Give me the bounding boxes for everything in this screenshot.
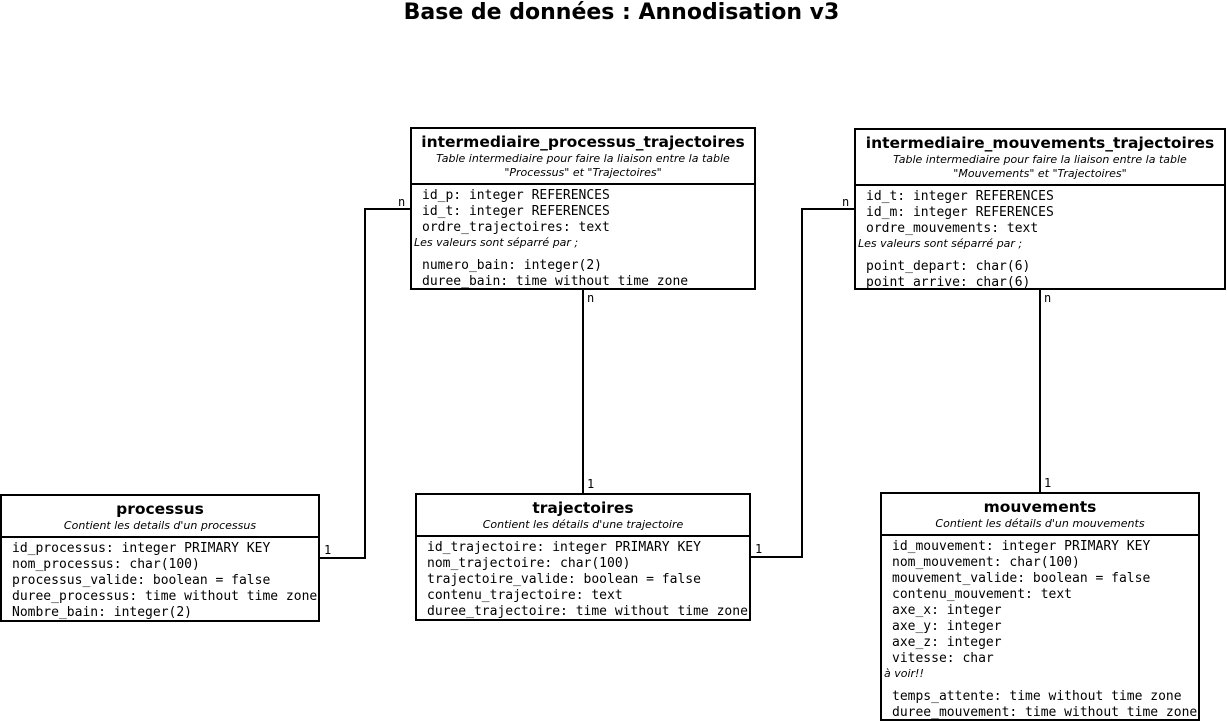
field: id_p: integer REFERENCES — [422, 188, 610, 203]
table-name: processus — [116, 500, 204, 518]
cardinality-trajectoires-right: 1 — [755, 542, 763, 556]
table-fields: id_processus: integer PRIMARY KEY nom_pr… — [2, 538, 318, 622]
link-processus-ipt — [319, 208, 411, 559]
cardinality-imt-bottom: n — [1044, 291, 1052, 305]
cardinality-trajectoires-top: 1 — [587, 477, 595, 491]
field: ordre_trajectoires: text — [422, 220, 610, 235]
field: nom_trajectoire: char(100) — [427, 556, 631, 571]
field: temps_attente: time without time zone — [892, 689, 1182, 704]
table-description: Contient les détails d'un mouvements — [935, 517, 1145, 530]
field-note: Les valeurs sont séparré par ; — [414, 236, 579, 249]
cardinality-ipt-left: n — [398, 195, 406, 209]
field: nom_processus: char(100) — [12, 557, 200, 572]
field: axe_y: integer — [892, 619, 1002, 634]
diagram-title: Base de données : Annodisation v3 — [403, 0, 840, 25]
field: point_depart: char(6) — [866, 259, 1031, 274]
field: Nombre_bain: integer(2) — [12, 605, 193, 620]
field: axe_z: integer — [892, 635, 1002, 650]
table-mouvements[interactable]: mouvements Contient les détails d'un mou… — [880, 492, 1200, 721]
table-header: mouvements Contient les détails d'un mou… — [882, 494, 1198, 536]
table-description: "Mouvements" et "Trajectoires" — [953, 167, 1127, 180]
table-processus[interactable]: processus Contient les details d'un proc… — [0, 494, 320, 622]
cardinality-processus: 1 — [324, 543, 332, 557]
field: id_processus: integer PRIMARY KEY — [12, 541, 271, 556]
field: id_m: integer REFERENCES — [866, 205, 1054, 220]
table-header: processus Contient les details d'un proc… — [2, 496, 318, 538]
field: point_arrive: char(6) — [866, 275, 1031, 290]
table-intermediaire-mouvements-trajectoires[interactable]: intermediaire_mouvements_trajectoires Ta… — [854, 128, 1226, 290]
table-intermediaire-processus-trajectoires[interactable]: intermediaire_processus_trajectoires Tab… — [410, 127, 756, 290]
table-fields: id_p: integer REFERENCES id_t: integer R… — [412, 185, 754, 291]
field: contenu_mouvement: text — [892, 587, 1073, 602]
table-name: intermediaire_mouvements_trajectoires — [865, 134, 1215, 152]
table-description: Contient les details d'un processus — [63, 519, 257, 532]
field: id_t: integer REFERENCES — [422, 204, 610, 219]
field: duree_trajectoire: time without time zon… — [427, 604, 748, 619]
table-header: intermediaire_processus_trajectoires Tab… — [412, 129, 754, 185]
table-description: Contient les détails d'une trajectoire — [482, 518, 684, 531]
field: id_t: integer REFERENCES — [866, 189, 1054, 204]
table-name: intermediaire_processus_trajectoires — [421, 133, 745, 151]
field: axe_x: integer — [892, 603, 1002, 618]
table-trajectoires[interactable]: trajectoires Contient les détails d'une … — [415, 493, 751, 621]
field: nom_mouvement: char(100) — [892, 555, 1080, 570]
field: id_mouvement: integer PRIMARY KEY — [892, 539, 1151, 554]
field-note: à voir!! — [884, 667, 924, 680]
table-name: trajectoires — [532, 499, 634, 517]
field: duree_mouvement: time without time zone — [892, 705, 1198, 720]
field: mouvement_valide: boolean = false — [892, 571, 1151, 586]
field: processus_valide: boolean = false — [12, 573, 271, 588]
field: id_trajectoire: integer PRIMARY KEY — [427, 540, 701, 555]
table-fields: id_t: integer REFERENCES id_m: integer R… — [856, 186, 1224, 292]
cardinality-ipt-bottom: n — [587, 291, 595, 305]
link-trajectoires-imt — [750, 208, 855, 558]
field-note: Les valeurs sont séparré par ; — [858, 237, 1023, 250]
table-header: trajectoires Contient les détails d'une … — [417, 495, 749, 537]
cardinality-mouvements-top: 1 — [1044, 476, 1052, 490]
field: numero_bain: integer(2) — [422, 258, 603, 273]
field: vitesse: char — [892, 651, 994, 666]
field: contenu_trajectoire: text — [427, 588, 623, 603]
table-description: Table intermediaire pour faire la liaiso… — [436, 152, 730, 165]
field: ordre_mouvements: text — [866, 221, 1039, 236]
table-fields: id_trajectoire: integer PRIMARY KEY nom_… — [417, 537, 749, 621]
cardinality-imt-left: n — [842, 195, 850, 209]
table-description: "Processus" et "Trajectoires" — [504, 166, 662, 179]
table-fields: id_mouvement: integer PRIMARY KEY nom_mo… — [882, 536, 1198, 722]
table-header: intermediaire_mouvements_trajectoires Ta… — [856, 130, 1224, 186]
field: trajectoire_valide: boolean = false — [427, 572, 701, 587]
field: duree_bain: time without time zone — [422, 274, 689, 289]
table-name: mouvements — [983, 498, 1097, 516]
table-description: Table intermediaire pour faire la liaiso… — [893, 153, 1187, 166]
field: duree_processus: time without time zone — [12, 589, 318, 604]
